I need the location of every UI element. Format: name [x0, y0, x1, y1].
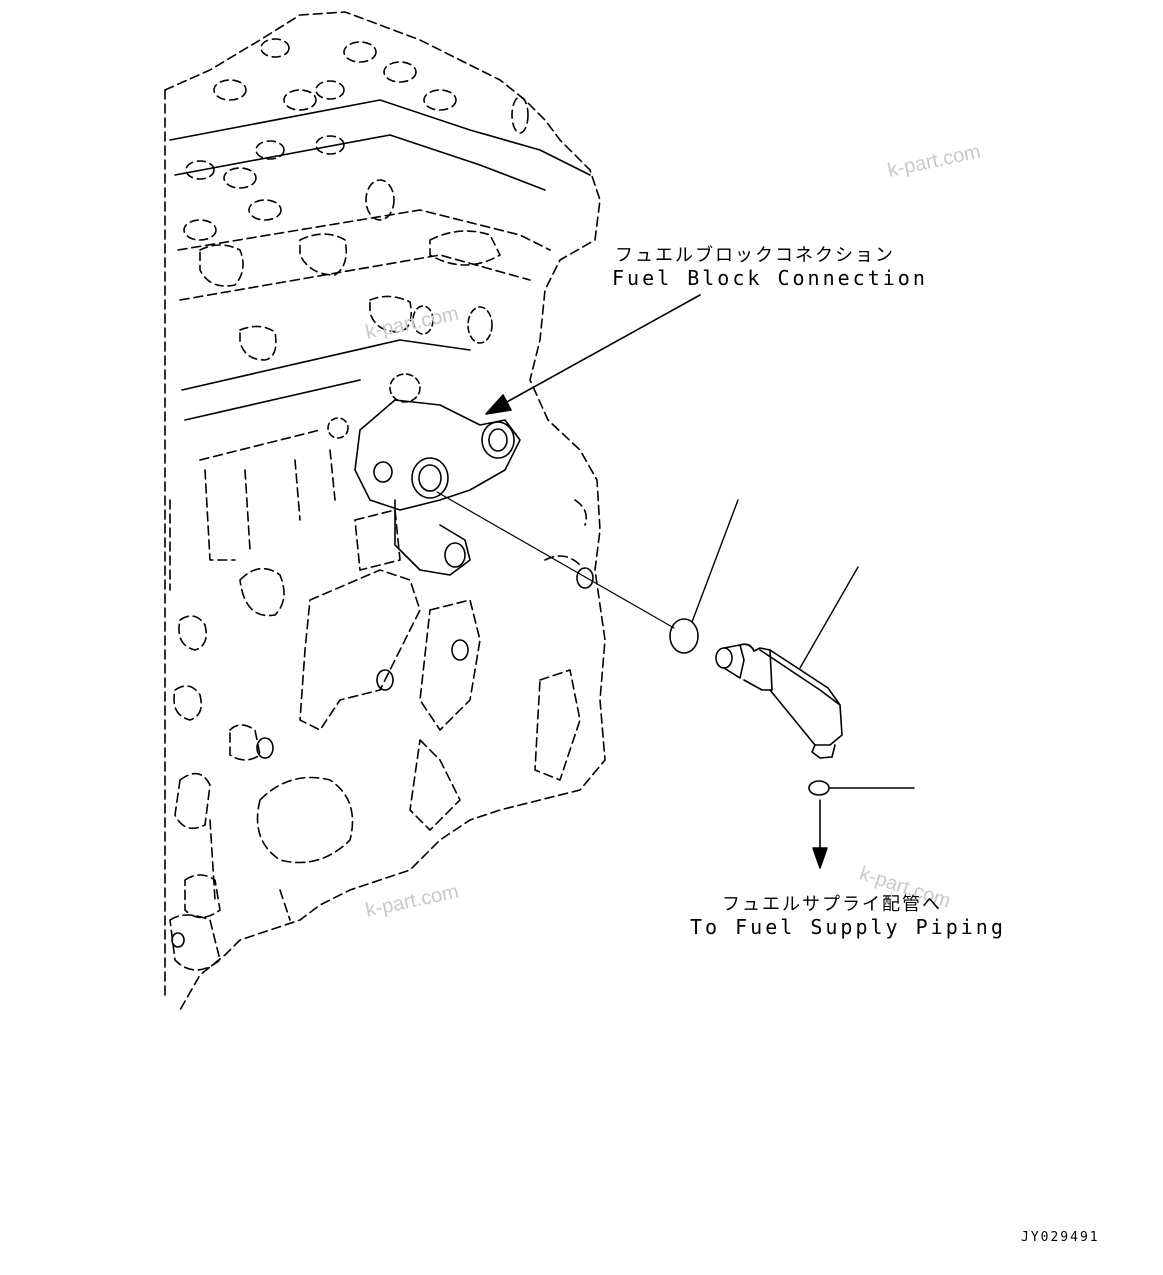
o-ring-small — [808, 780, 830, 796]
block-connection-arrow — [485, 294, 701, 415]
drawing-code: JY029491 — [1021, 1230, 1100, 1245]
block-connection-label-jp: フュエルブロックコネクション — [615, 245, 895, 266]
supply-piping-label-jp: フュエルサプライ配管へ — [722, 894, 942, 915]
fuel-block-connection — [354, 399, 521, 576]
block-connection-label-en: Fuel Block Connection — [612, 266, 928, 290]
supply-piping-arrow — [812, 799, 828, 869]
supply-piping-label-en: To Fuel Supply Piping — [690, 915, 1006, 939]
engine-block — [164, 11, 606, 1011]
o-ring-large — [669, 618, 699, 654]
assembly-center-line — [436, 491, 675, 629]
o-ring-large-leader — [691, 499, 739, 623]
elbow-fitting — [715, 643, 843, 759]
elbow-fitting-leader — [799, 566, 859, 669]
